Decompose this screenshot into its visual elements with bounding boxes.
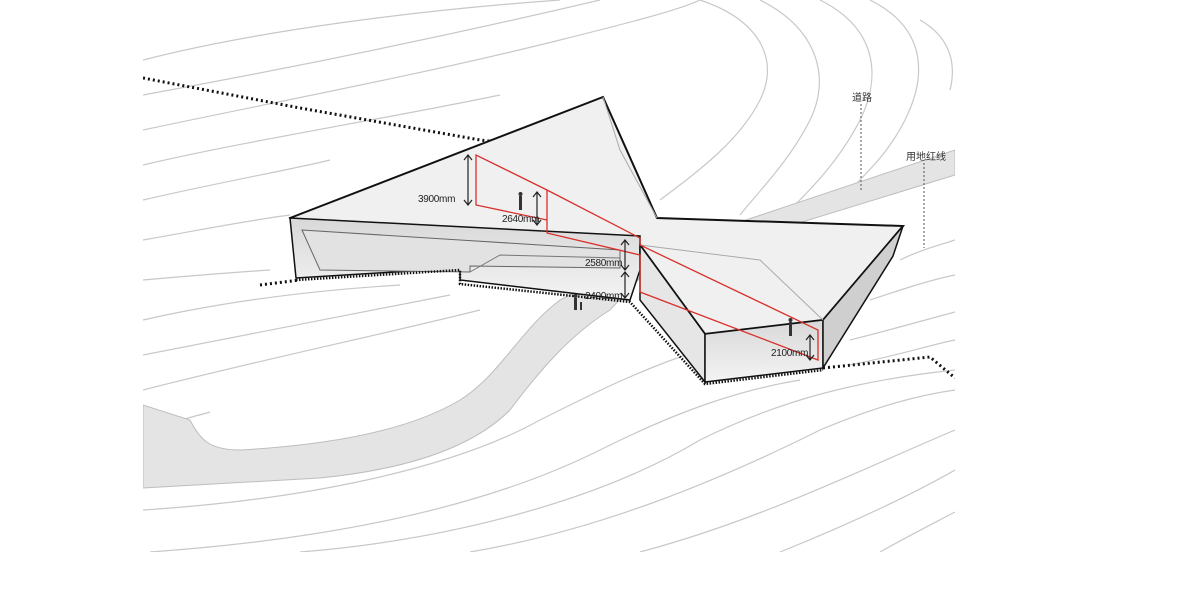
dimension-2580: 2580mm <box>585 258 622 269</box>
human-figure-icons <box>518 192 793 336</box>
site-boundary-label: 用地红线 <box>906 150 946 163</box>
dimension-arrows <box>463 154 815 361</box>
road-path-lower <box>143 277 642 489</box>
dimension-2640: 2640mm <box>502 214 539 225</box>
right-wing-side <box>822 225 904 371</box>
dimension-2100: 2100mm <box>771 348 808 359</box>
site-boundary-line <box>143 76 955 380</box>
building <box>288 95 906 386</box>
dimension-3900: 3900mm <box>418 194 455 205</box>
dimension-2400: 2400mm <box>585 291 622 302</box>
section-line <box>475 153 819 361</box>
road-label: 道路 <box>852 91 872 104</box>
